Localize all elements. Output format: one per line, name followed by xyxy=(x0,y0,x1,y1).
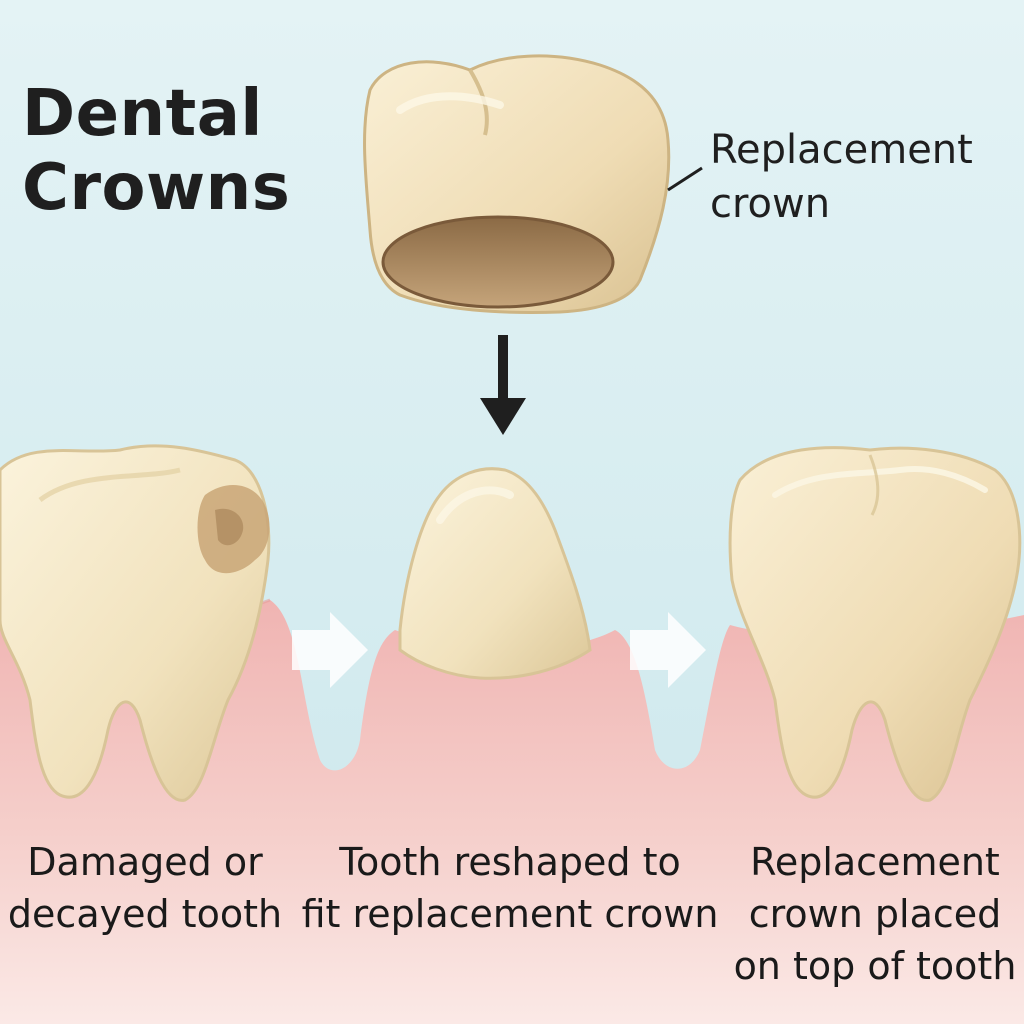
crown-callout-line-1: Replacement xyxy=(710,130,973,170)
step-2-caption-line-2: fit replacement crown xyxy=(300,895,720,933)
crown-inner-cavity xyxy=(383,217,613,307)
step-2-caption-line-1: Tooth reshaped to xyxy=(300,843,720,881)
step-3-caption-line-3: on top of tooth xyxy=(726,947,1024,985)
step-3-caption-line-1: Replacement xyxy=(726,843,1024,881)
step-1-caption-line-2: decayed tooth xyxy=(0,895,290,933)
step-1-caption-line-1: Damaged or xyxy=(0,843,290,881)
replacement-crown xyxy=(365,56,669,313)
step-3-caption-line-2: crown placed xyxy=(726,895,1024,933)
title-line-2: Crowns xyxy=(22,156,290,220)
title-line-1: Dental xyxy=(22,82,263,146)
crown-callout-line-2: crown xyxy=(710,184,830,224)
